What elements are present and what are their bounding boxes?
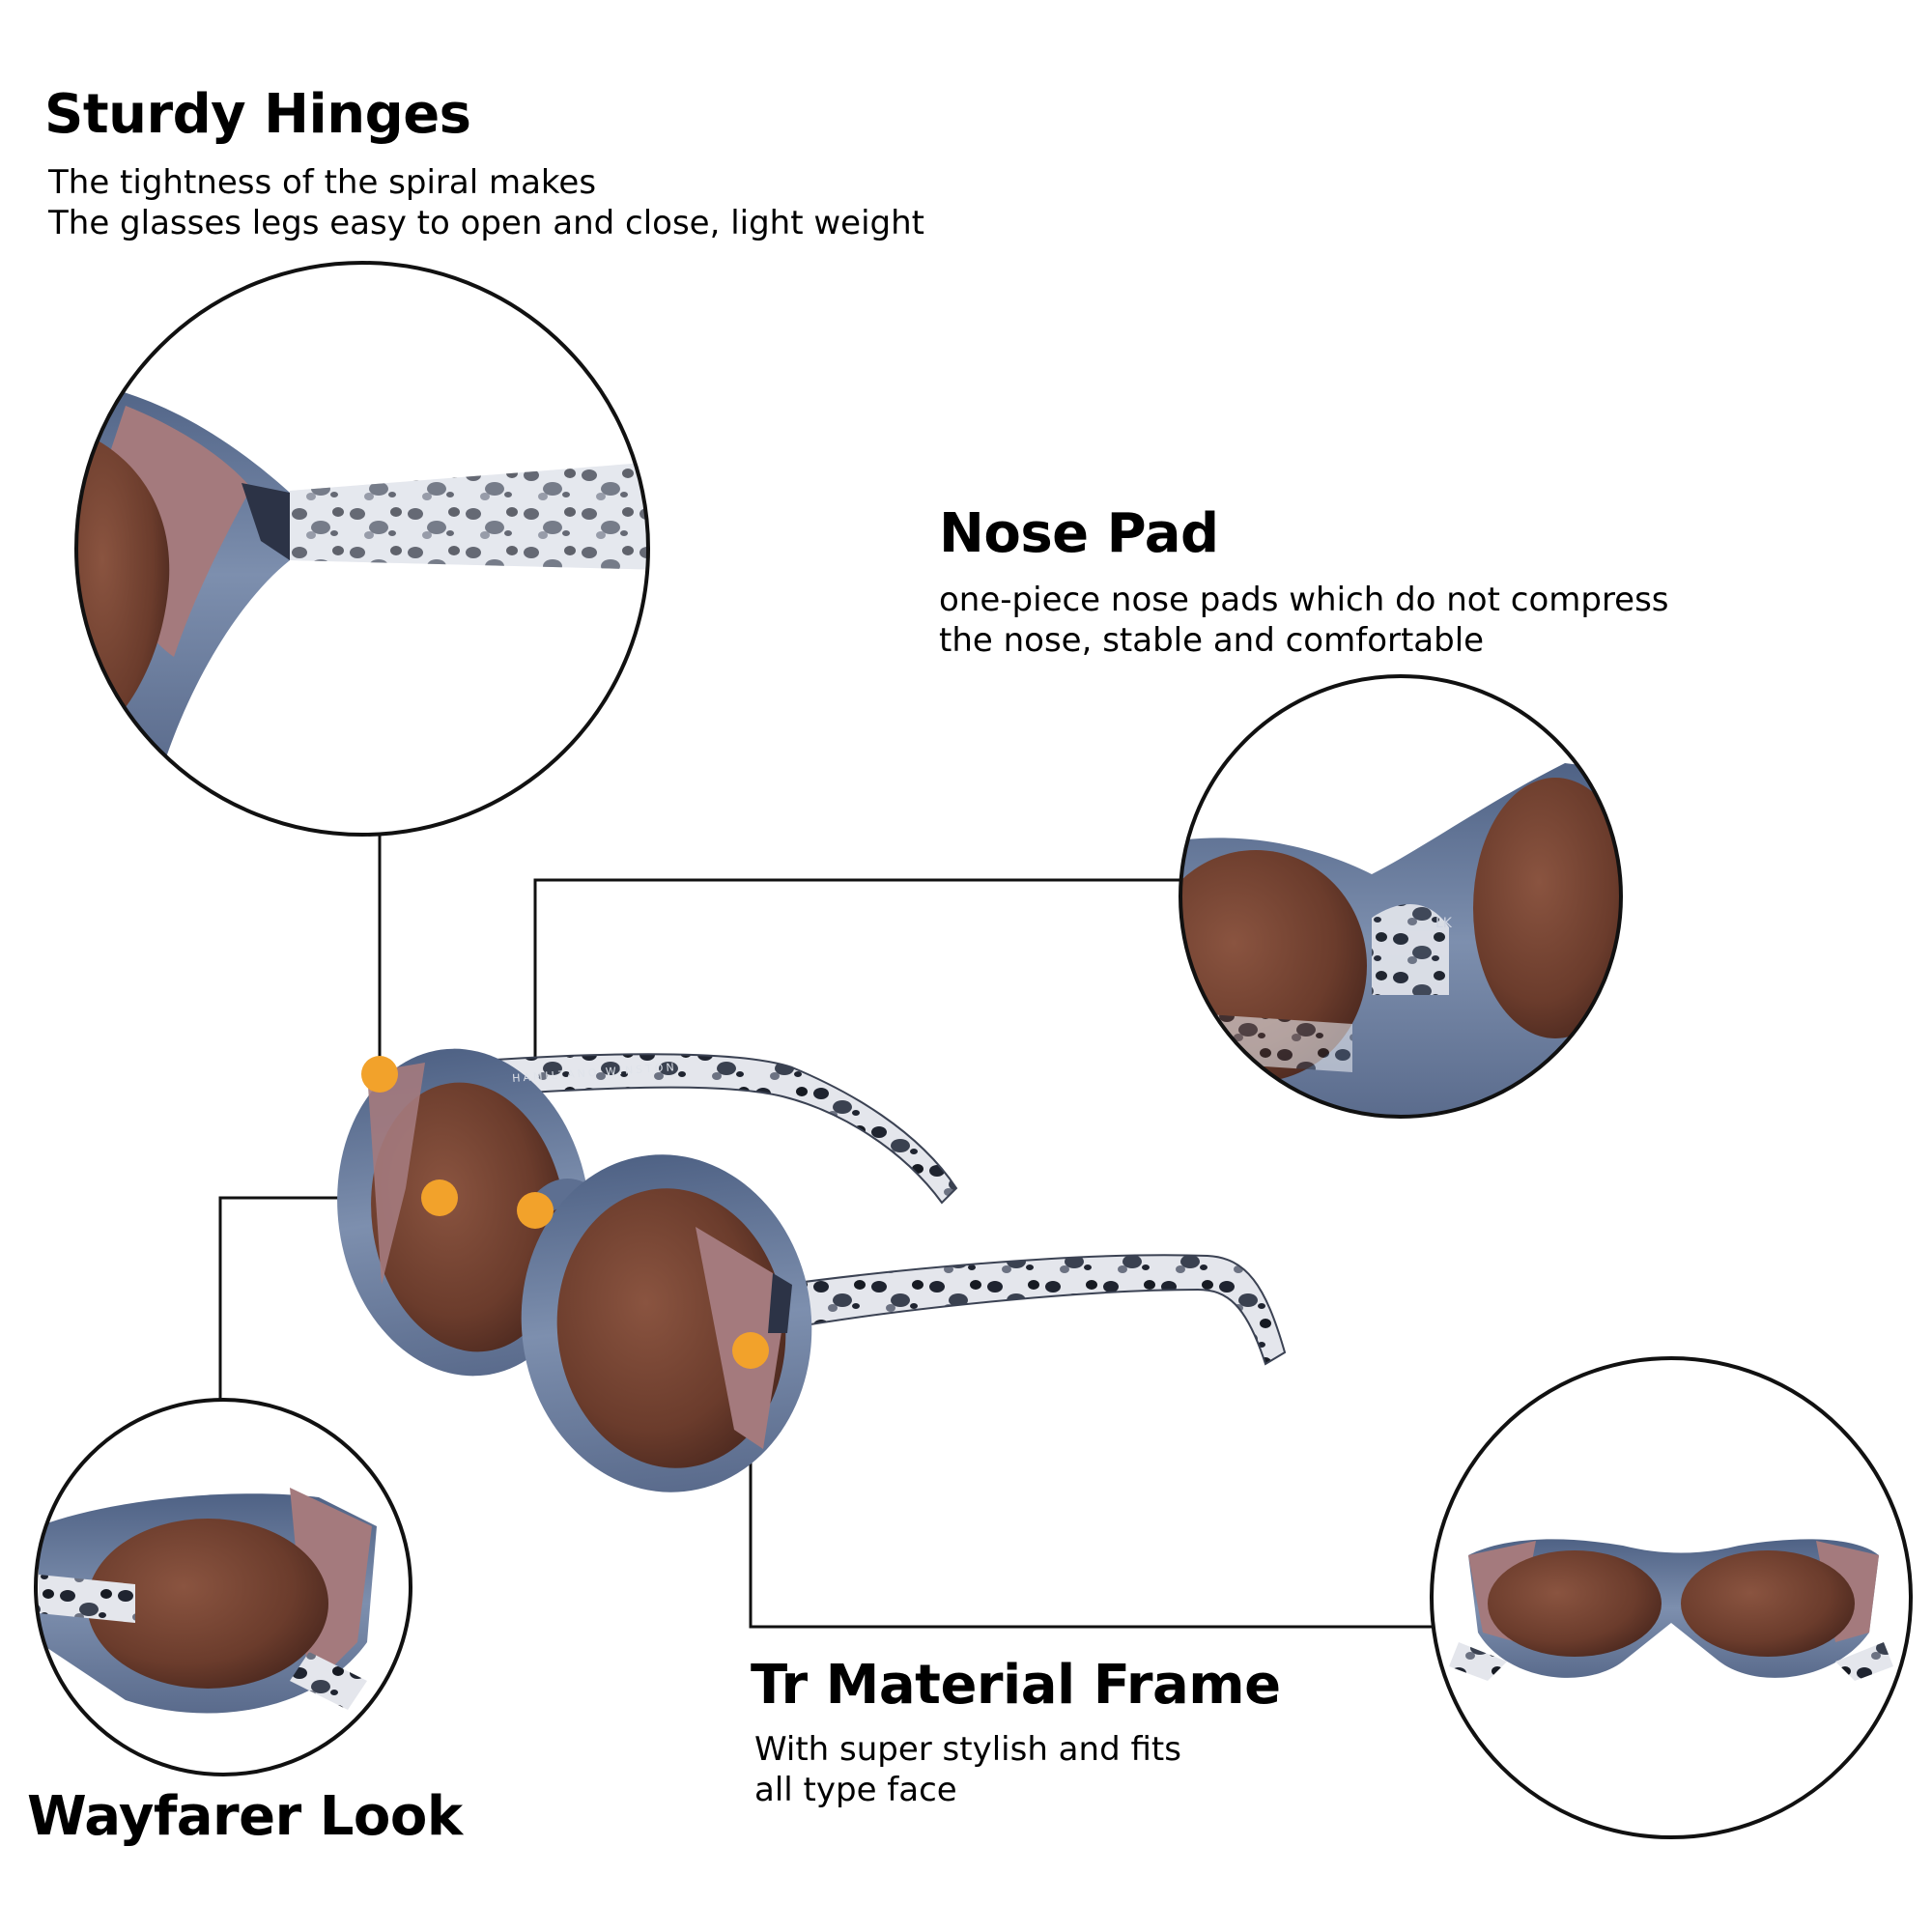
wayfarer-look-title: Wayfarer Look [27, 1785, 463, 1848]
hotspot-lens [421, 1179, 458, 1216]
tr-material-frame-line-2: all type face [754, 1771, 957, 1809]
nose-pad-description: one-piece nose pads which do not compres… [939, 580, 1669, 661]
nose-pad-line-1: one-piece nose pads which do not compres… [939, 581, 1669, 619]
bridge-imprint: LK [1435, 916, 1452, 931]
sturdy-hinges-title: Sturdy Hinges [44, 83, 471, 146]
hotspot-frame [732, 1332, 769, 1369]
nose-pad-line-2: the nose, stable and comfortable [939, 621, 1485, 660]
hotspot-markers [361, 1056, 769, 1369]
nose-pad-title: Nose Pad [939, 502, 1219, 565]
sunglasses-product-image [337, 1048, 1287, 1492]
tr-material-frame-description: With super stylish and fits all type fac… [754, 1729, 1181, 1810]
detail-circle-wayfarer [34, 1398, 412, 1776]
tr-material-frame-title: Tr Material Frame [751, 1654, 1281, 1717]
detail-circle-nose-pad [1179, 674, 1623, 1119]
sturdy-hinges-line-1: The tightness of the spiral makes [48, 163, 597, 202]
detail-circle-frame [1430, 1356, 1913, 1839]
sturdy-hinges-description: The tightness of the spiral makes The gl… [48, 162, 924, 243]
hotspot-bridge [517, 1192, 554, 1229]
tr-material-frame-line-1: With super stylish and fits [754, 1730, 1181, 1769]
detail-circle-hinge [74, 261, 650, 837]
sturdy-hinges-line-2: The glasses legs easy to open and close,… [48, 204, 924, 242]
hotspot-hinge [361, 1056, 398, 1093]
